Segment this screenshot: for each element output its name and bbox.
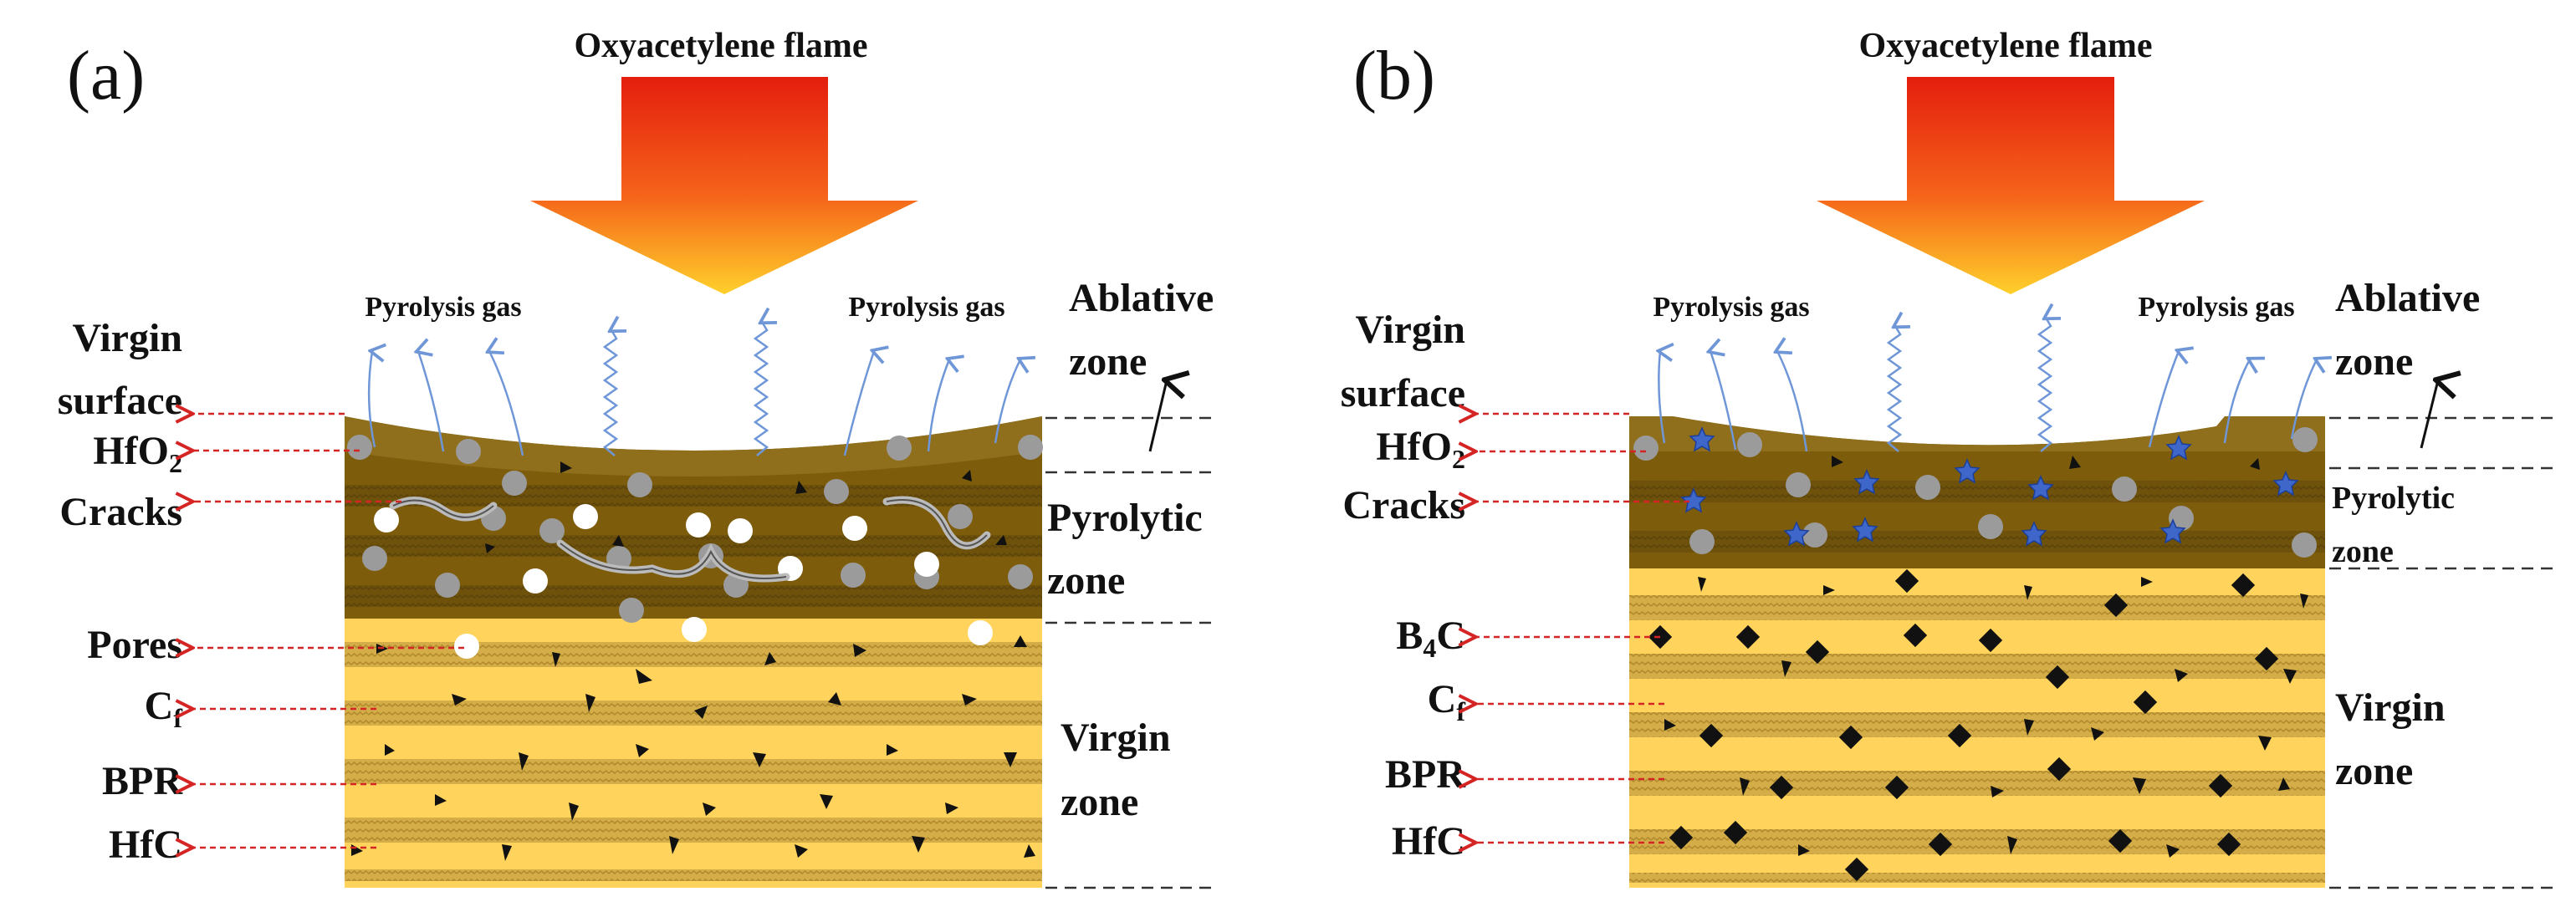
svg-text:zone: zone (2335, 749, 2413, 793)
virgin-zone-layers (345, 619, 1042, 888)
svg-text:Cracks: Cracks (59, 490, 182, 534)
svg-text:zone: zone (1047, 558, 1125, 603)
svg-text:HfO2: HfO2 (93, 429, 182, 478)
svg-text:Virgin: Virgin (2335, 685, 2446, 730)
svg-text:BPR: BPR (102, 759, 183, 803)
panel-a: (a) Oxyacetylene flame Pyrolysis gas Pyr… (58, 27, 1214, 889)
pyrolysis-gas-label-right: Pyrolysis gas (848, 292, 1004, 323)
svg-text:Pyrolytic: Pyrolytic (2332, 481, 2455, 516)
zone-label-pyrolytic: Pyrolytic zone (2332, 481, 2455, 569)
star-particles (1680, 426, 2299, 547)
pyrolysis-gas-label-right: Pyrolysis gas (2138, 292, 2294, 323)
svg-text:Cf: Cf (145, 684, 183, 733)
hfo2-particles (1633, 427, 2318, 558)
zone-label-virgin: Virgin zone (1061, 716, 1171, 824)
pointer-arrows (191, 414, 464, 848)
svg-text:Ablative: Ablative (2335, 276, 2480, 320)
zone-label-ablative: Ablative zone (1069, 276, 1214, 384)
hfc-particles (351, 461, 1035, 861)
zone-label-ablative: Ablative zone (2335, 276, 2480, 384)
component-labels: Virgin surface HfO2 Cracks Pores Cf BPR … (58, 316, 184, 867)
svg-text:surface: surface (58, 379, 182, 423)
svg-text:Ablative: Ablative (1069, 276, 1214, 320)
flame-arrow (530, 77, 918, 294)
svg-text:zone: zone (2332, 534, 2394, 569)
svg-text:Virgin: Virgin (72, 316, 182, 360)
pyrolysis-gas-label-left: Pyrolysis gas (365, 292, 521, 323)
svg-text:surface: surface (1341, 371, 1465, 415)
svg-text:Virgin: Virgin (1061, 716, 1171, 760)
zone-dividers (1045, 416, 1213, 889)
svg-text:B4C: B4C (1396, 614, 1465, 663)
pores (374, 504, 993, 659)
zone-label-virgin: Virgin zone (2335, 685, 2446, 793)
svg-text:zone: zone (1069, 339, 1147, 384)
panel-b: (b) Oxyacetylene flame Pyrolysis gas Pyr… (1341, 27, 2559, 889)
panel-tag: (b) (1353, 37, 1435, 115)
panel-tag: (a) (67, 37, 145, 115)
hfc-particles (1664, 456, 2308, 858)
svg-text:zone: zone (2335, 339, 2413, 384)
svg-text:Pyrolytic: Pyrolytic (1047, 496, 1203, 540)
flame-arrow (1817, 77, 2205, 294)
pyrolysis-gas-label-left: Pyrolysis gas (1653, 292, 1809, 323)
virgin-zone-layers (1629, 568, 2325, 888)
svg-text:HfC: HfC (1392, 819, 1465, 864)
svg-text:zone: zone (1061, 780, 1138, 824)
svg-text:Cracks: Cracks (1342, 483, 1465, 527)
crack-inner (392, 499, 988, 579)
svg-text:Cf: Cf (1428, 677, 1466, 726)
pointer-arrows (1474, 414, 1689, 843)
pyrolysis-gas-arrows (369, 322, 1020, 456)
svg-text:Virgin: Virgin (1355, 308, 1465, 352)
component-labels: Virgin surface HfO2 Cracks B4C Cf BPR Hf… (1341, 308, 1467, 864)
b4c-particles (1648, 568, 2279, 882)
zone-label-pyrolytic: Pyrolytic zone (1047, 496, 1203, 603)
svg-text:HfO2: HfO2 (1376, 425, 1465, 474)
svg-text:BPR: BPR (1385, 752, 1466, 797)
svg-text:Pores: Pores (87, 623, 182, 667)
pyrolysis-gas-arrows (1659, 318, 2317, 452)
flame-label: Oxyacetylene flame (1858, 27, 2152, 65)
ablative-arrow (1148, 380, 1167, 452)
svg-text:HfC: HfC (109, 823, 182, 867)
flame-label: Oxyacetylene flame (574, 27, 867, 65)
ablative-arrow (2420, 380, 2438, 449)
